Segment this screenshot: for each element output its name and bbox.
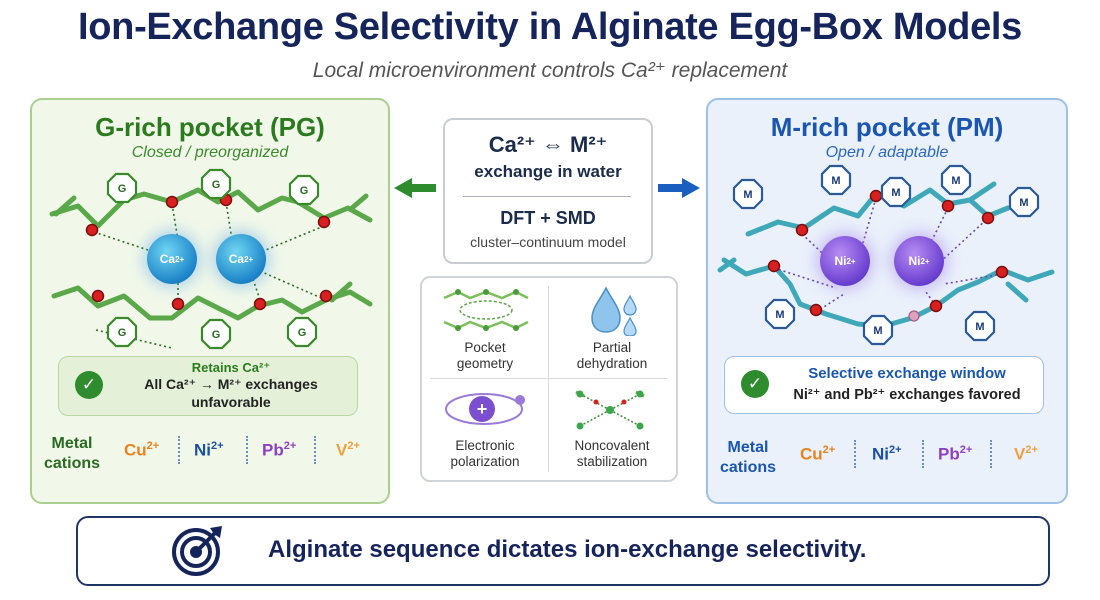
- g-status-box: ✓ Retains Ca²⁺ All Ca²⁺ → M²⁺ exchanges …: [58, 356, 358, 416]
- g-unit-label: G: [118, 327, 127, 339]
- polarization-icon: +: [445, 393, 525, 425]
- metal-ni: Ni2+: [872, 444, 902, 464]
- m-status-line: Ni²⁺ and Pb²⁺ exchanges favored: [793, 387, 1021, 403]
- right-arrow-icon: [658, 178, 700, 198]
- metal-ni: Ni2+: [194, 440, 224, 460]
- metal-v: V2+: [336, 440, 360, 460]
- method-model: cluster–continuum model: [470, 234, 626, 250]
- divider: [854, 440, 856, 468]
- page-subtitle: Local microenvironment controls Ca²⁺ rep…: [312, 59, 788, 82]
- metal-cu: Cu2+: [800, 444, 836, 464]
- metal-v: V2+: [1014, 444, 1038, 464]
- g-rich-pocket-panel: G-rich pocket (PG) Closed / preorganized: [30, 98, 390, 504]
- metal-cu: Cu2+: [124, 440, 160, 460]
- m-unit-label: M: [775, 309, 784, 321]
- divider: [990, 440, 992, 468]
- g-unit-label: G: [300, 185, 309, 197]
- m-unit-label: M: [1019, 197, 1028, 209]
- m-unit-label: M: [951, 175, 960, 187]
- water-drops-icon: [591, 286, 637, 336]
- divider: [922, 440, 924, 468]
- left-arrow-icon: [394, 178, 436, 198]
- m-unit-label: M: [891, 187, 900, 199]
- m-status-box: ✓ Selective exchange window Ni²⁺ and Pb²…: [724, 356, 1044, 414]
- m-pocket-subtitle: Open / adaptable: [825, 144, 949, 161]
- m-pocket-structure: M M M M M M M M: [717, 164, 1055, 346]
- page-title: Ion-Exchange Selectivity in Alginate Egg…: [77, 6, 1022, 48]
- divider: [314, 436, 316, 464]
- g-unit-label: G: [298, 327, 307, 339]
- g-status-title: Retains Ca²⁺: [191, 360, 271, 375]
- m-status-title: Selective exchange window: [808, 365, 1006, 382]
- m-unit-label: M: [743, 189, 752, 201]
- conclusion-text: Alginate sequence dictates ion-exchange …: [268, 536, 867, 563]
- m-unit-label: M: [873, 325, 882, 337]
- check-icon: ✓: [741, 370, 769, 398]
- target-icon: [172, 526, 222, 576]
- m-unit-label: M: [975, 321, 984, 333]
- g-pocket-structure: G G G G G G: [49, 168, 373, 350]
- m-unit-label: M: [831, 175, 840, 187]
- g-pocket-title: G-rich pocket (PG): [95, 112, 325, 142]
- metal-pb: Pb2+: [938, 444, 973, 464]
- pocket-geometry-icon: [443, 289, 529, 331]
- method-name: DFT + SMD: [500, 208, 596, 228]
- exchange-medium: exchange in water: [474, 162, 622, 181]
- divider: [548, 286, 549, 472]
- m-rich-pocket-panel: M-rich pocket (PM) Open / adaptable: [706, 98, 1068, 504]
- g-unit-label: G: [212, 329, 221, 341]
- divider: [430, 378, 668, 379]
- exchange-method-box: Ca²⁺ ⇔ M²⁺ exchange in water DFT + SMD c…: [443, 118, 653, 264]
- metal-pb: Pb2+: [262, 440, 297, 460]
- svg-text:+: +: [477, 399, 488, 419]
- divider: [463, 196, 631, 197]
- exchange-equation: Ca²⁺ ⇔ M²⁺: [488, 132, 608, 157]
- g-unit-label: G: [118, 183, 127, 195]
- g-pocket-subtitle: Closed / preorganized: [131, 144, 289, 161]
- g-unit-label: G: [212, 179, 221, 191]
- noncovalent-network-icon: [575, 390, 645, 430]
- divider: [178, 436, 180, 464]
- check-icon: ✓: [75, 371, 103, 399]
- g-status-line1: All Ca²⁺ → M²⁺ exchanges: [144, 376, 318, 392]
- g-status-line2: unfavorable: [191, 394, 271, 410]
- conclusion-banner: Alginate sequence dictates ion-exchange …: [76, 516, 1050, 586]
- divider: [246, 436, 248, 464]
- m-pocket-title: M-rich pocket (PM): [770, 112, 1004, 142]
